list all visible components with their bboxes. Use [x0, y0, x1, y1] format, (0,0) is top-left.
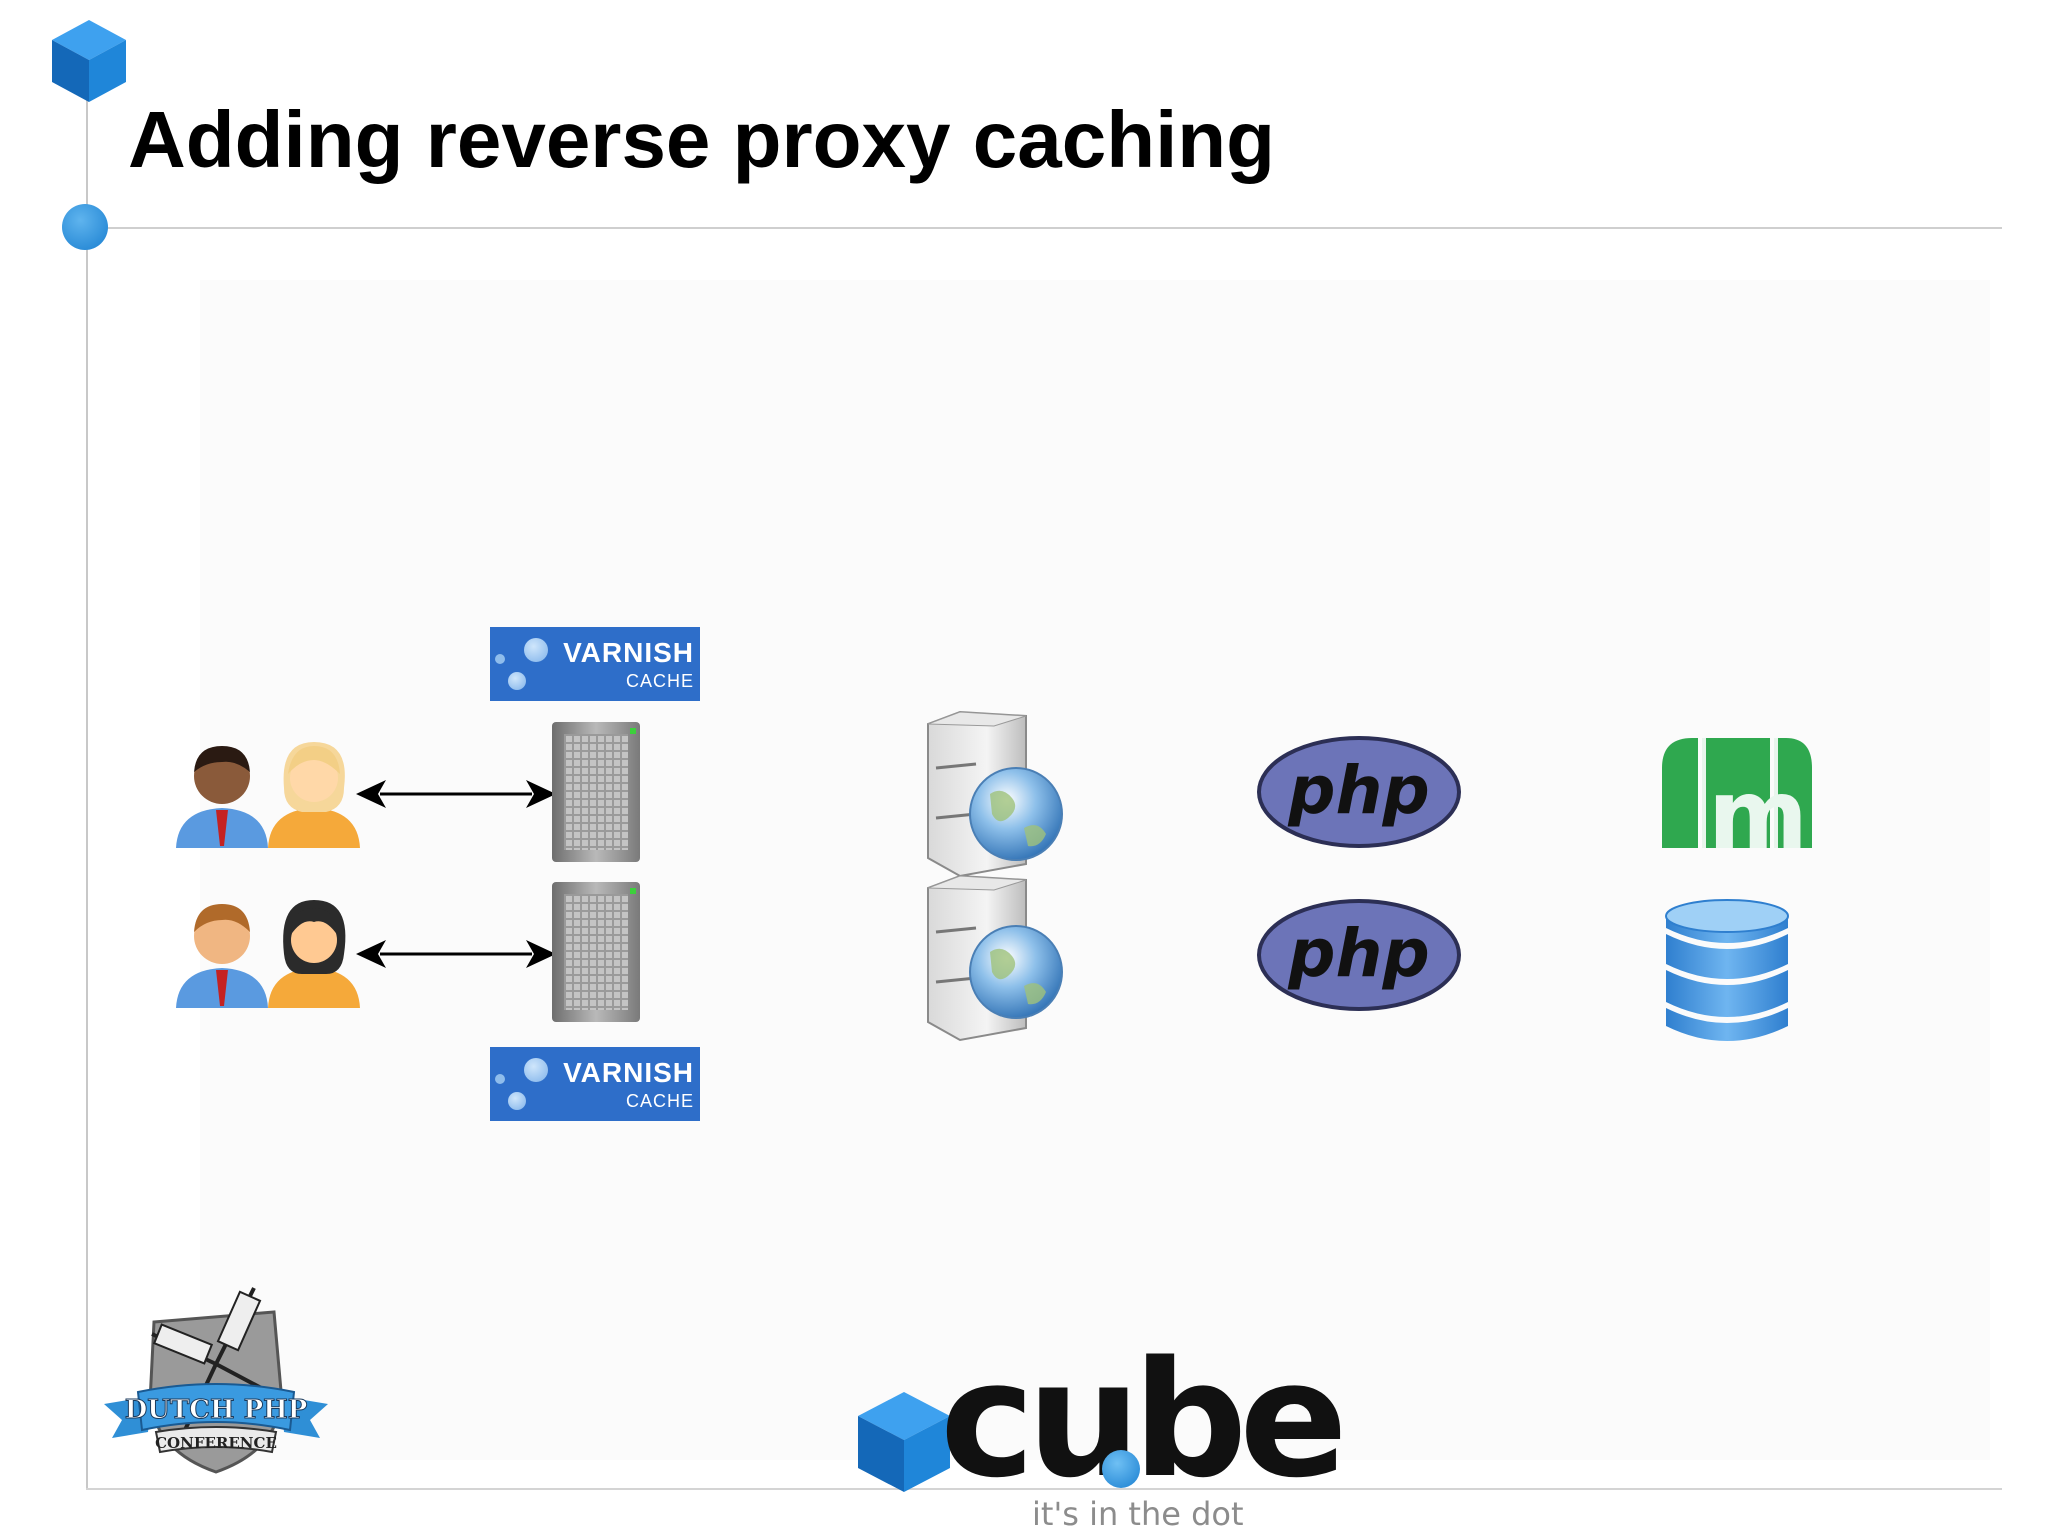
varnish-title: VARNISH — [563, 637, 694, 668]
web-server-top-icon — [927, 710, 1063, 878]
server-rack-bottom-icon — [552, 882, 640, 1022]
bidirectional-arrow-top-icon — [356, 780, 556, 808]
frame-vertical-line — [86, 66, 88, 1490]
brand-tagline: it's in the dot — [1032, 1495, 1244, 1533]
users-bottom-icon — [176, 900, 360, 1008]
php-logo-text: php — [1287, 752, 1429, 829]
conference-logo-line2: CONFERENCE — [155, 1434, 277, 1452]
web-server-bottom-icon — [927, 874, 1063, 1042]
varnish-subtitle: CACHE — [625, 1091, 694, 1111]
conference-logo-line1: DUTCH PHP — [125, 1395, 308, 1425]
users-top-icon — [176, 742, 360, 848]
php-logo-bottom-icon: php — [1257, 899, 1461, 1011]
varnish-cache-badge-top: VARNISH CACHE — [490, 627, 700, 701]
memcache-letter: m — [1708, 759, 1808, 848]
brand-name: cube — [940, 1326, 1348, 1513]
dutch-php-conference-logo-icon: DUTCH PHP CONFERENCE — [104, 1287, 328, 1474]
content-area — [200, 280, 1990, 1460]
php-logo-top-icon: php — [1257, 736, 1461, 848]
slide-title: Adding reverse proxy caching — [128, 95, 1276, 184]
cube-logo-icon — [52, 20, 126, 102]
varnish-subtitle: CACHE — [625, 671, 694, 691]
server-rack-top-icon — [552, 722, 640, 862]
php-logo-text: php — [1287, 915, 1429, 992]
memcache-logo-icon: m — [1662, 738, 1812, 848]
brand-dot — [1102, 1450, 1140, 1488]
title-divider — [86, 227, 2002, 229]
varnish-cache-badge-bottom: VARNISH CACHE — [490, 1047, 700, 1121]
footer-divider — [86, 1488, 2002, 1490]
cube-brand-logo-icon — [858, 1392, 950, 1492]
frame-dot — [62, 204, 108, 250]
bidirectional-arrow-bottom-icon — [356, 940, 556, 968]
varnish-title: VARNISH — [563, 1057, 694, 1088]
database-icon — [1665, 899, 1789, 1041]
